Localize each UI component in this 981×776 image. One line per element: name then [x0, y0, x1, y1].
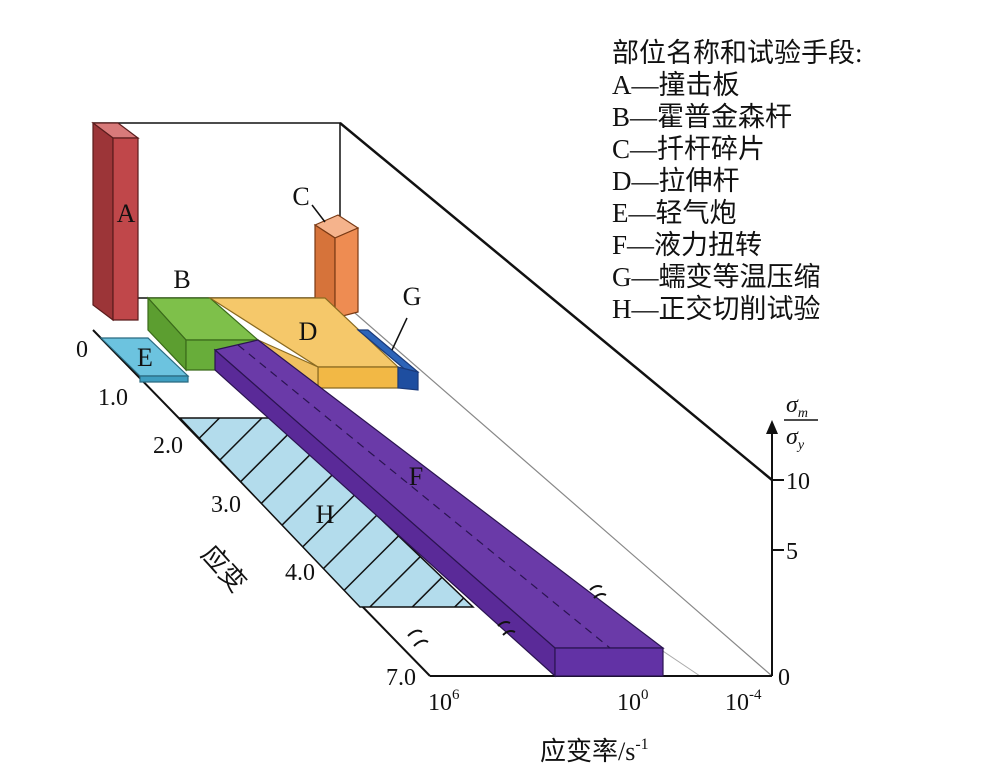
svg-text:σy: σy [786, 424, 805, 453]
block-a [91, 121, 140, 322]
floor-back-diagonal [339, 299, 773, 677]
block-a-front [112, 137, 139, 321]
svg-text:σm: σm [786, 392, 808, 421]
strain-axis-label: 应变 [196, 540, 252, 598]
rate-tick-0: 106 [428, 687, 460, 716]
block-f-front [554, 647, 664, 677]
stress-tick-5: 5 [786, 539, 798, 565]
legend-item-a: A—撞击板 [612, 70, 740, 100]
block-f-dash [237, 344, 611, 649]
callout-g [391, 317, 408, 351]
block-f [213, 339, 665, 678]
legend-item-h: H—正交切削试验 [612, 294, 821, 324]
strain-tick-1: 1.0 [98, 385, 128, 411]
strain-tick-2: 2.0 [153, 433, 183, 459]
legend-item-f: F—液力扭转 [612, 230, 762, 260]
axis-breaks [407, 585, 607, 647]
legend-item-g: G—蠕变等温压缩 [612, 262, 821, 292]
label-a: A [117, 199, 136, 228]
block-c [313, 214, 360, 320]
rate-axis-label: 应变率/s-1 [540, 736, 649, 766]
strain-tick-3: 3.0 [211, 492, 241, 518]
label-c: C [292, 182, 309, 211]
label-b: B [173, 265, 190, 294]
legend-item-c: C—扦杆碎片 [612, 134, 765, 164]
label-g: G [403, 282, 422, 311]
stress-axis-arrow [766, 420, 778, 434]
strain-tick-5: 7.0 [386, 665, 416, 691]
block-c-front [334, 227, 359, 319]
legend-item-e: E—轻气炮 [612, 198, 737, 228]
block-e-front [139, 375, 189, 383]
strain-tick-4: 4.0 [285, 560, 315, 586]
label-h: H [316, 500, 335, 529]
callout-c [311, 204, 326, 223]
block-e [99, 337, 190, 383]
top-diagonal [339, 122, 773, 481]
stress-tick-0: 0 [778, 665, 790, 691]
rate-tick-1: 100 [617, 687, 649, 716]
stress-tick-10: 10 [786, 469, 810, 495]
block-g-front [397, 366, 419, 391]
legend: 部位名称和试验手段: A—撞击板 B—霍普金森杆 C—扦杆碎片 D—拉伸杆 E—… [612, 38, 863, 324]
rate-tick-2: 10-4 [725, 687, 762, 716]
legend-title: 部位名称和试验手段: [612, 38, 863, 68]
label-e: E [137, 343, 153, 372]
region-h [178, 417, 475, 608]
block-f-side [214, 348, 556, 678]
label-f: F [409, 462, 423, 491]
legend-item-d: D—拉伸杆 [612, 166, 740, 196]
strain-tick-0: 0 [76, 337, 88, 363]
stress-axis-label: σm σy [784, 392, 818, 453]
block-a-side [92, 121, 114, 322]
stress-ticks [772, 479, 784, 551]
block-g [356, 329, 420, 391]
legend-item-b: B—霍普金森杆 [612, 102, 792, 132]
label-d: D [299, 317, 318, 346]
block-d-front [317, 366, 399, 389]
